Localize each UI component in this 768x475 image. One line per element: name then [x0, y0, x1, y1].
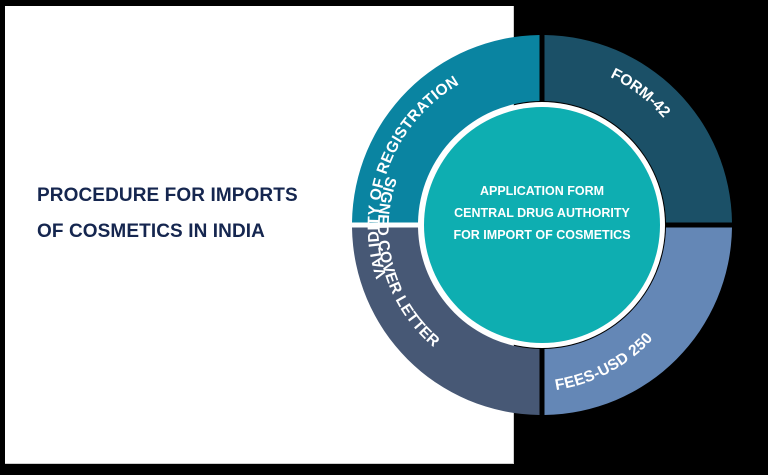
segment-signed-cover-letter: [352, 227, 540, 415]
page-title: PROCEDURE FOR IMPORTS OF COSMETICS IN IN…: [37, 178, 298, 250]
title-line-2: OF COSMETICS IN INDIA: [37, 221, 265, 242]
center-label: APPLICATION FORM CENTRAL DRUG AUTHORITY …: [422, 180, 662, 246]
segment-fees-usd-250: [544, 227, 732, 415]
center-line-3: FOR IMPORT OF COSMETICS: [453, 228, 631, 242]
title-line-1: PROCEDURE FOR IMPORTS: [37, 185, 298, 206]
center-line-1: APPLICATION FORM: [479, 184, 605, 198]
center-circle: [424, 107, 660, 343]
center-line-2: CENTRAL DRUG AUTHORITY: [454, 206, 630, 220]
segment-validity-of-registration: [352, 35, 540, 223]
segment-form-42: [544, 35, 732, 223]
